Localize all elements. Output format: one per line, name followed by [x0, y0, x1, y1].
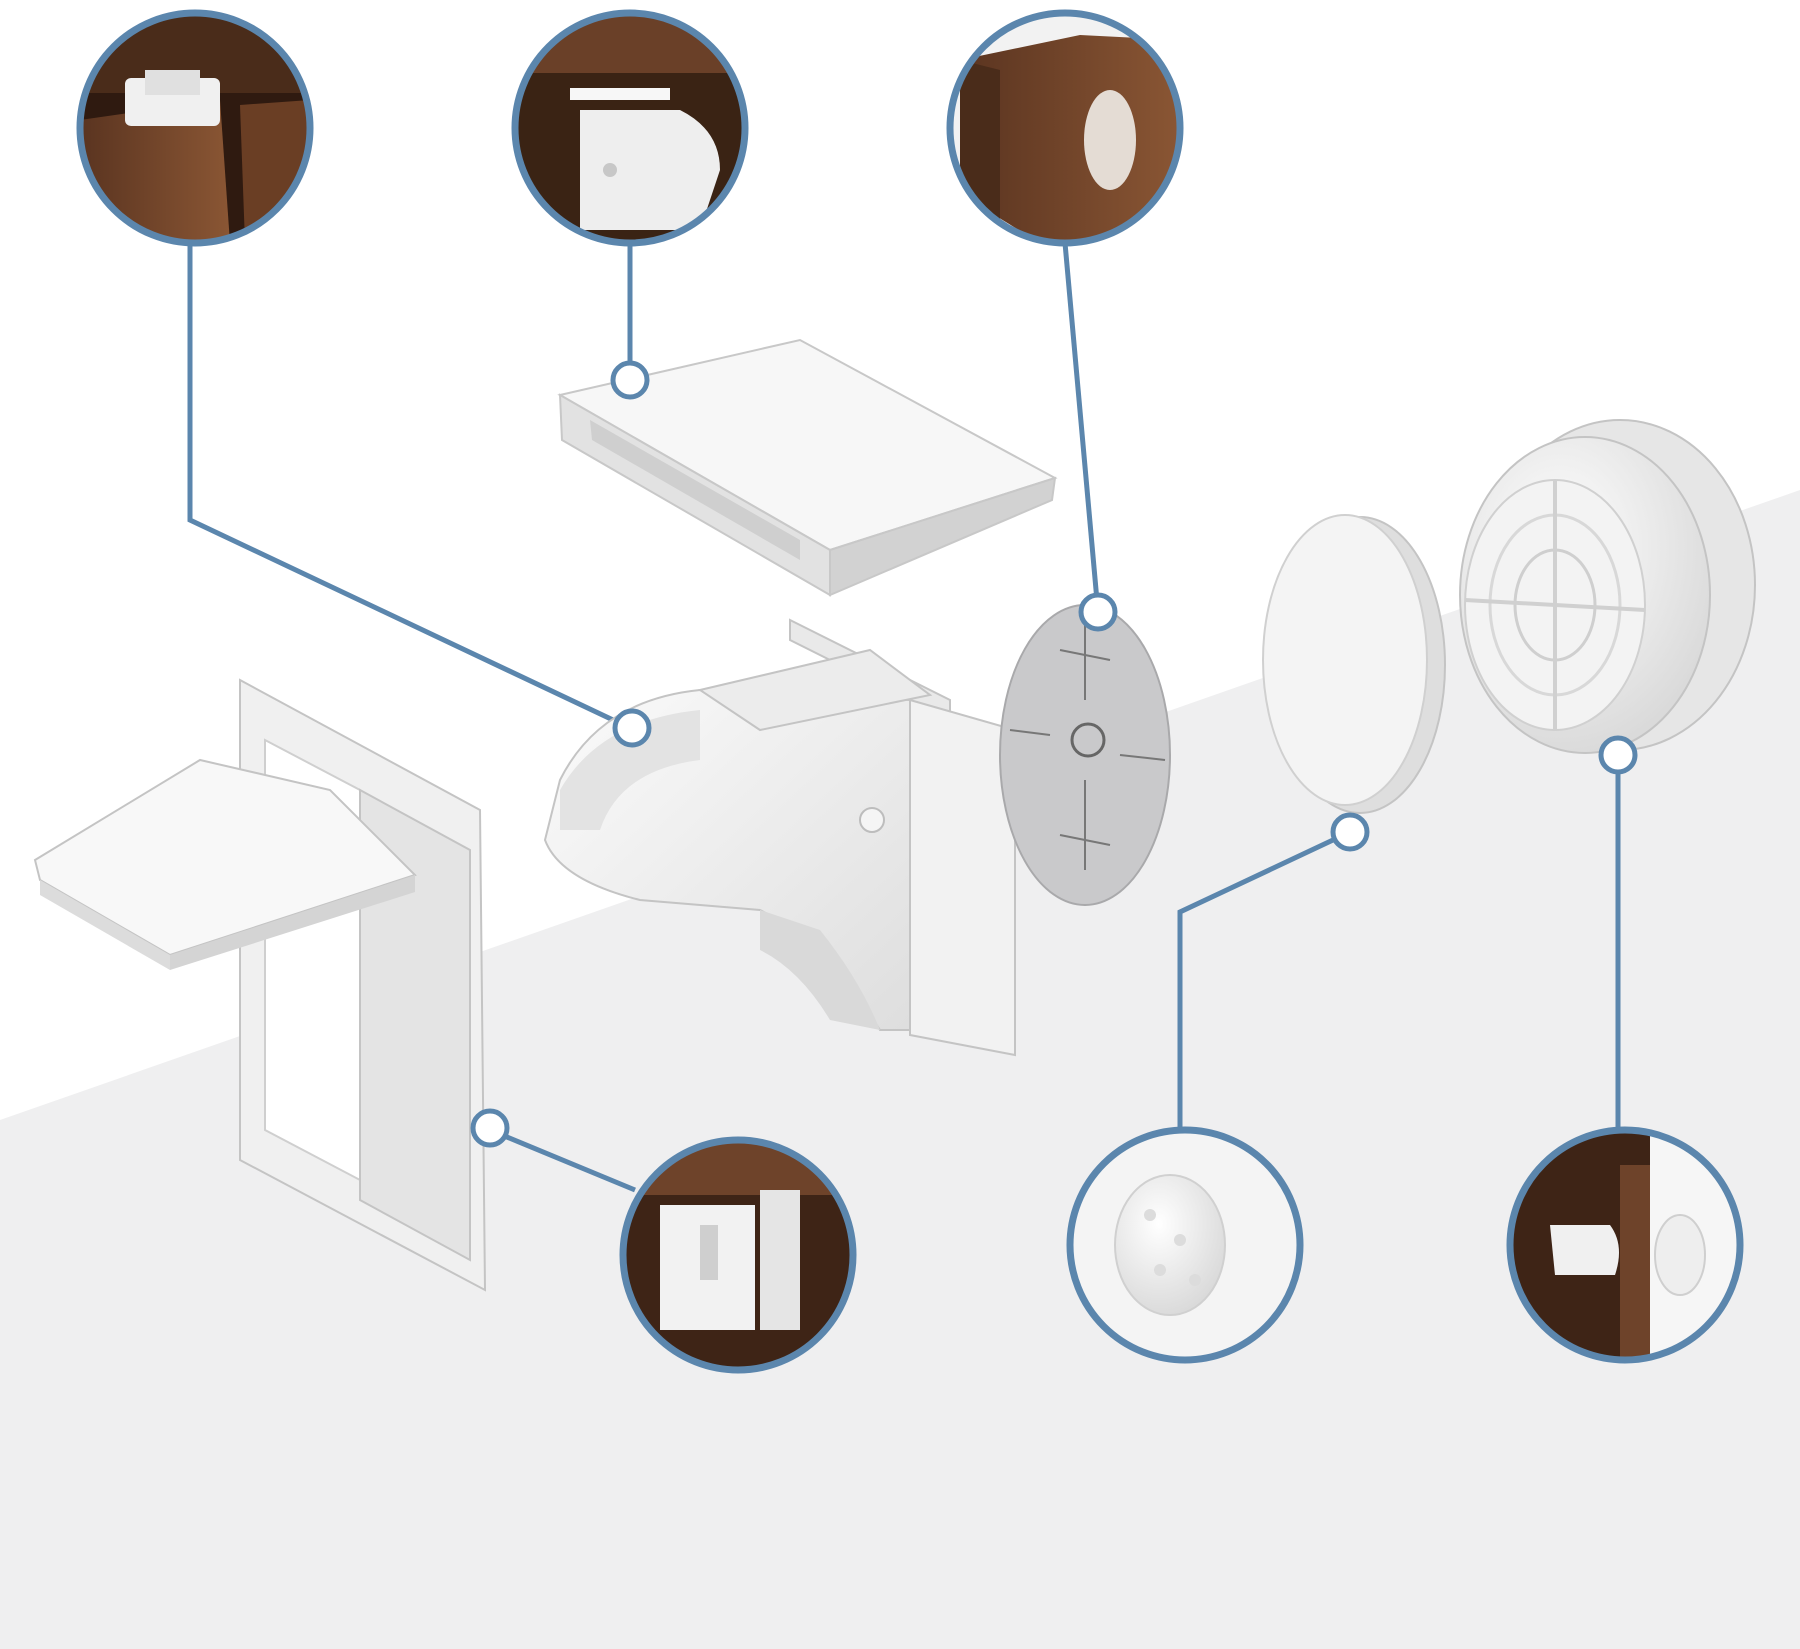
part-mounting-bracket — [33, 678, 487, 1292]
dot-disc — [1330, 812, 1370, 852]
connector-disc — [1177, 829, 1352, 1130]
connector-lock-body — [187, 243, 632, 731]
dot-adhesive-strip — [610, 360, 650, 400]
part-magnetic-key — [1459, 419, 1756, 754]
connector-sticker — [1062, 242, 1101, 613]
connector-bracket — [489, 1127, 636, 1193]
connector-dots — [470, 360, 1638, 1148]
callout-lock-in-drawer — [76, 9, 314, 247]
part-positioning-sticker — [999, 604, 1171, 906]
dot-bracket — [470, 1108, 510, 1148]
callout-key-closeup — [1066, 1126, 1304, 1364]
callout-sticker-on-door — [946, 9, 1184, 247]
part-magnetic-lock-body — [543, 618, 1016, 1057]
dot-lock-body — [612, 708, 652, 748]
dot-sticker — [1078, 592, 1118, 632]
callout-key-unlocking — [1506, 1126, 1744, 1364]
part-adhesive-disc — [1262, 514, 1446, 814]
part-adhesive-strip — [557, 338, 1058, 597]
callout-latch-side-view — [511, 9, 749, 247]
dot-key — [1598, 735, 1638, 775]
connector-lines — [187, 242, 1621, 1193]
callout-bracket-installed — [619, 1136, 857, 1374]
